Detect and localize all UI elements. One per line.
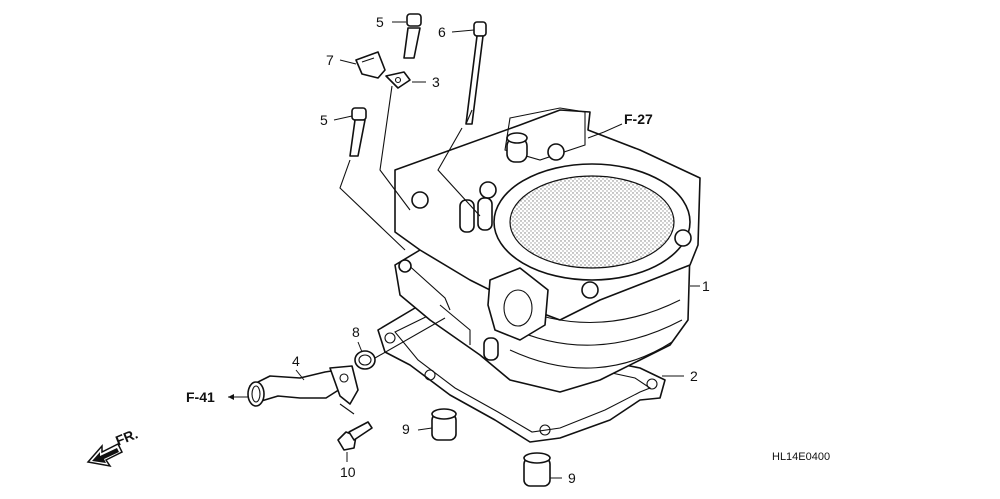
dowel-pin-upper (431, 408, 457, 441)
front-direction-arrow (86, 442, 124, 468)
callout-9-upper: 9 (402, 421, 410, 437)
callout-6: 6 (438, 24, 446, 40)
reference-left-arrow (228, 394, 248, 400)
callout-7: 7 (326, 52, 334, 68)
reference-top: F-27 (624, 111, 653, 127)
long-stud-bolt (437, 21, 487, 217)
bolt-middle (339, 107, 406, 251)
callout-5-top: 5 (376, 14, 384, 30)
callout-1: 1 (702, 278, 710, 294)
stay-bracket (379, 71, 411, 211)
diagram-code: HL14E0400 (772, 451, 830, 463)
water-pipe (247, 365, 359, 407)
callout-8: 8 (352, 324, 360, 340)
callout-10: 10 (340, 464, 356, 480)
reference-left: F-41 (186, 389, 215, 405)
bolt-top (403, 13, 422, 59)
callout-2: 2 (690, 368, 698, 384)
o-ring (354, 317, 446, 370)
hose-clip (355, 51, 386, 79)
pipe-bolt (337, 403, 373, 451)
leader-lines (295, 21, 700, 479)
cylinder-block (394, 107, 701, 393)
callout-4: 4 (292, 353, 300, 369)
callout-3: 3 (432, 74, 440, 90)
callout-5-middle: 5 (320, 112, 328, 128)
front-direction-label: FR. (113, 425, 140, 448)
dowel-pin-lower (523, 452, 551, 487)
callout-9-lower: 9 (568, 470, 576, 486)
